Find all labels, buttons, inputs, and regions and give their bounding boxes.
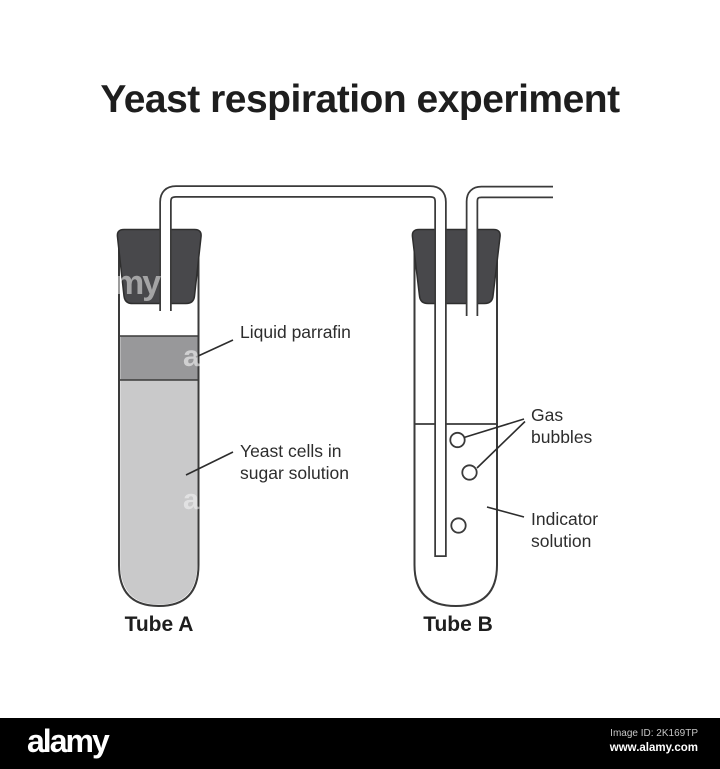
gas-bubble xyxy=(449,431,466,449)
stopper-b xyxy=(411,228,501,305)
yeast-cells-label: Yeast cells in sugar solution xyxy=(240,440,349,484)
gas-bubble-leader-line-2 xyxy=(476,420,526,469)
gas-bubble xyxy=(461,464,478,481)
alamy-website-link[interactable]: www.alamy.com xyxy=(609,742,698,754)
delivery-tube-bore xyxy=(161,187,445,556)
yeast-solution-fill xyxy=(120,379,198,605)
yeast-label-line1: Yeast cells in xyxy=(240,441,342,461)
liquid-parrafin-fill xyxy=(120,336,198,380)
gas-label-line1: Gas xyxy=(531,405,564,425)
gas-label-line2: bubbles xyxy=(531,427,593,447)
gas-bubble xyxy=(450,517,467,534)
alamy-footer-bar: alamy Image ID: 2K169TP www.alamy.com xyxy=(0,718,720,769)
alamy-logo: alamy xyxy=(27,723,110,759)
yeast-leader-line xyxy=(185,451,234,476)
tube-b-label: Tube B xyxy=(423,613,493,636)
indicator-label-line1: Indicator xyxy=(531,509,599,529)
liquid-parrafin-label-text: Liquid parrafin xyxy=(240,322,351,342)
gas-bubbles-label: Gas bubbles xyxy=(531,404,592,448)
image-id-text: Image ID: 2K169TP xyxy=(610,728,698,739)
outlet-tube-bore xyxy=(467,187,556,319)
indicator-label-line2: solution xyxy=(531,531,592,551)
yeast-label-line2: sugar solution xyxy=(240,463,349,483)
parrafin-leader-line xyxy=(195,339,234,358)
delivery-tube-outline xyxy=(159,185,447,557)
page-title: Yeast respiration experiment xyxy=(100,78,620,121)
liquid-parrafin-label: Liquid parrafin xyxy=(240,321,351,343)
gas-bubble-leader-line-1 xyxy=(463,418,525,439)
tube-a-label: Tube A xyxy=(124,613,194,636)
indicator-leader-line xyxy=(486,506,525,518)
indicator-solution-label: Indicator solution xyxy=(531,508,598,552)
